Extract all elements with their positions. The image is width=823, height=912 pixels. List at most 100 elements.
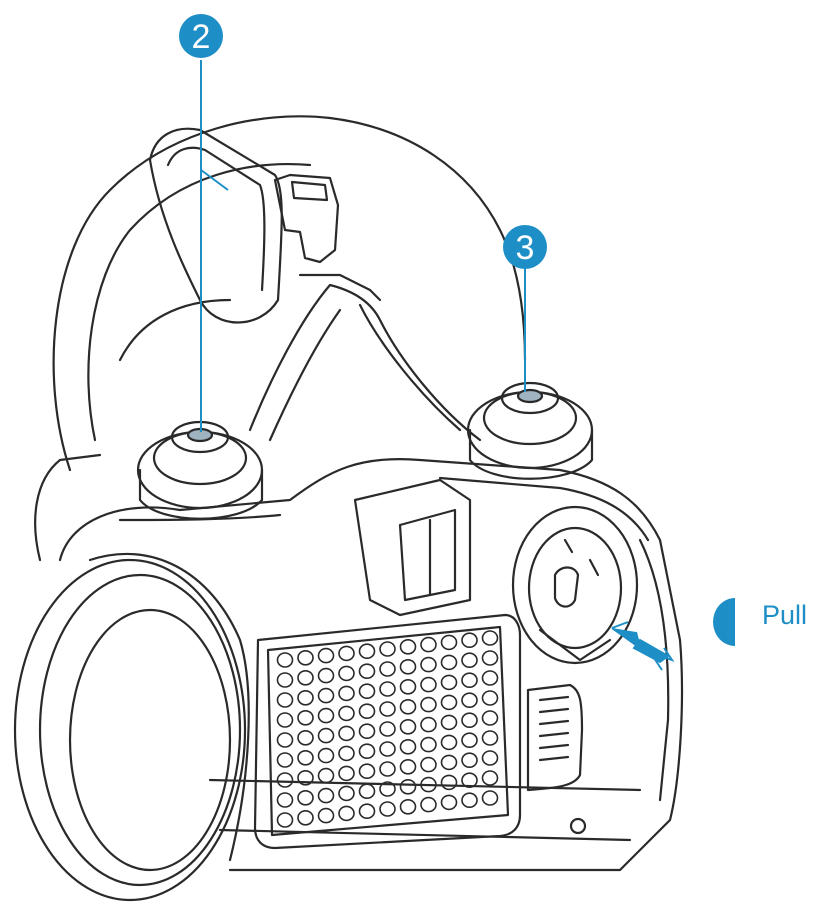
grill-hole [358,643,376,660]
grill-hole [358,743,376,760]
wheel-fender [88,552,250,862]
callout-2: 2 [179,14,223,58]
grill-hole [481,690,499,706]
grill-hole [317,647,335,664]
exhaust-grill-frame [253,613,522,850]
grill-hole [338,665,355,682]
grill-hole [297,769,314,786]
grill-hole [379,721,396,737]
rear-tray-slot [353,478,472,617]
grill-hole [338,805,355,822]
grill-hole [440,654,458,671]
grill-hole [297,649,314,666]
callout-marker-icon [503,225,547,269]
grill-hole [420,776,437,793]
callout-3: 3 [503,225,547,269]
side-switch [526,683,584,792]
grill-hole [317,807,335,824]
grill-hole [420,656,437,673]
grill-hole [358,683,376,700]
grill-hole [440,754,458,771]
side-switch-ridges [538,695,570,762]
callout-2-leader-handle [200,169,229,191]
grill-hole [481,650,499,666]
grill-hole [317,747,335,764]
grill-hole [420,756,437,773]
pull-label: Pull [762,600,808,630]
grill-hole [420,736,437,753]
handle-latch [273,173,340,264]
grill-hole [297,809,314,826]
left-post-side [138,468,264,520]
main-body-top-edge [118,476,650,542]
grill-hole [297,709,314,726]
body-lower-lip [208,778,642,842]
grill-hole [440,694,458,711]
left-post-base [136,430,264,510]
grill-hole [461,712,478,729]
grill-hole [440,734,458,751]
body-screw-hole [569,817,587,835]
rear-dome-inner [87,163,312,442]
grill-hole [420,676,437,693]
grill-hole [276,752,294,768]
top-shoulder [298,273,382,302]
grill-hole [317,787,335,804]
grill-hole [317,727,335,744]
grill-hole [297,729,314,746]
right-post-side [468,428,594,480]
callout-2-number: 2 [192,18,211,56]
grill-hole [399,758,417,775]
grill-hole [481,750,499,766]
grill-hole [420,696,437,713]
cord-socket-outer [511,505,639,665]
rear-tray-slot-inner [398,508,457,602]
grill-hole [297,669,314,686]
grill-hole [461,632,478,649]
grill-hole [461,772,478,789]
grill-hole [461,652,478,669]
grill-hole [461,792,478,809]
grill-hole [461,752,478,769]
grill-hole [440,794,458,811]
grill-hole [399,718,417,735]
grill-hole [317,667,335,684]
grill-hole [420,636,437,653]
grill-hole [481,710,499,726]
right-post-base [466,390,594,470]
grill-hole [276,672,294,688]
handle-latch-detail [290,180,329,202]
grill-hole [379,781,396,797]
callout-3-number: 3 [516,229,535,267]
grill-hole [338,725,355,742]
grill-hole [440,714,458,731]
pull-arrow-icon [611,621,675,671]
grill-hole [399,738,417,755]
grill-hole [481,630,499,646]
grill-hole [399,678,417,695]
right-post-screw [516,388,544,404]
grill-hole [276,712,294,728]
grill-hole [297,749,314,766]
grill-hole [399,798,417,815]
grill-hole [440,774,458,791]
exhaust-grill-holes [276,630,499,828]
grill-hole [358,783,376,800]
grill-hole [317,707,335,724]
grill-hole [297,689,314,706]
grill-hole [379,801,396,817]
grill-hole [338,645,355,662]
grill-hole [358,723,376,740]
grill-hole [461,672,478,689]
grill-hole [420,796,437,813]
cord-socket-flap [538,628,612,662]
right-post-cap [500,381,560,415]
grill-hole [399,658,417,675]
pull-marker [713,598,735,646]
grill-hole [358,763,376,780]
grill-hole [379,661,396,677]
cord-socket-inner [527,526,623,650]
grill-hole [276,812,294,828]
grill-hole [338,765,355,782]
